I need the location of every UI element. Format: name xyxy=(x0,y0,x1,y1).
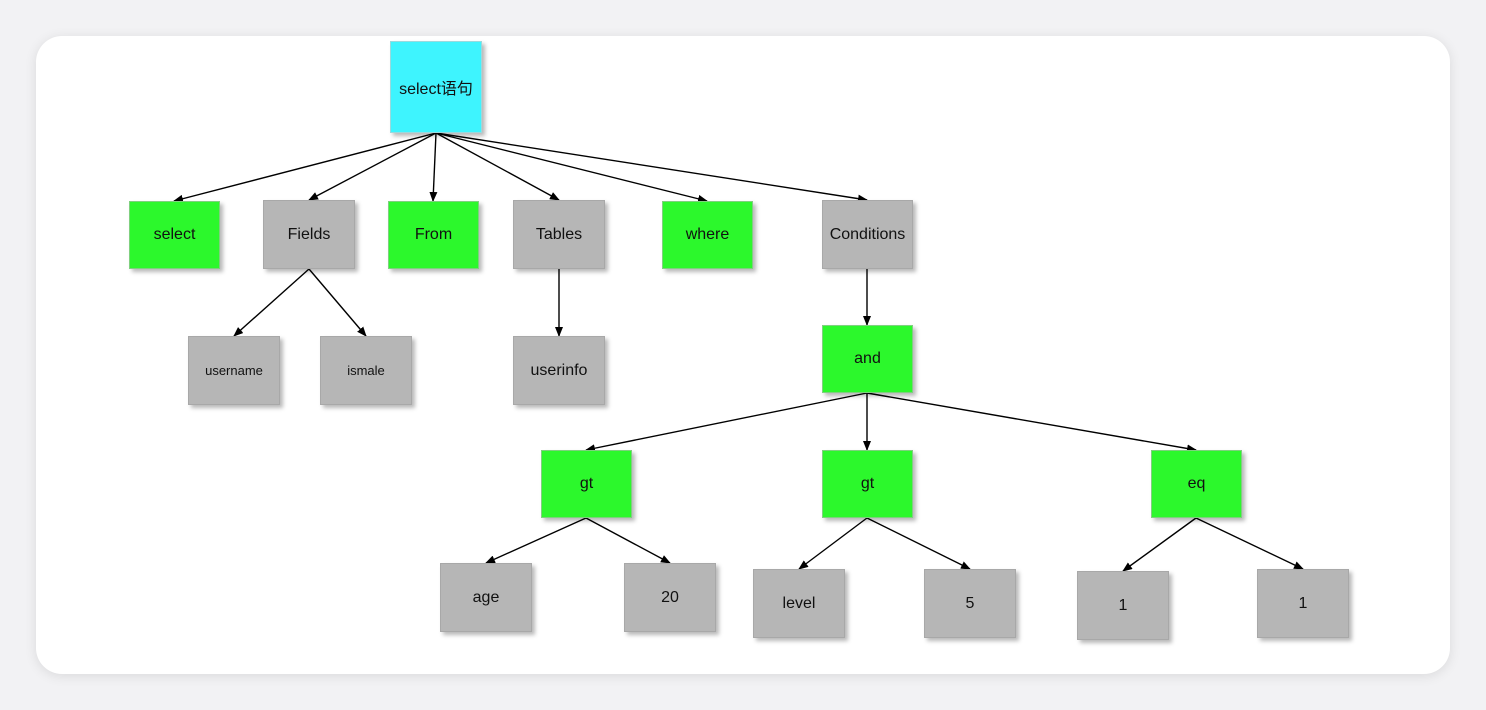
node-20[interactable]: 20 xyxy=(624,563,716,632)
node-1-left[interactable]: 1 xyxy=(1077,571,1169,640)
node-from[interactable]: From xyxy=(388,201,479,269)
node-userinfo[interactable]: userinfo xyxy=(513,336,605,405)
node-eq[interactable]: eq xyxy=(1151,450,1242,518)
node-gt-level[interactable]: gt xyxy=(822,450,913,518)
node-where[interactable]: where xyxy=(662,201,753,269)
node-fields[interactable]: Fields xyxy=(263,200,355,269)
node-select[interactable]: select xyxy=(129,201,220,269)
node-conditions[interactable]: Conditions xyxy=(822,200,913,269)
node-1-right[interactable]: 1 xyxy=(1257,569,1349,638)
node-root[interactable]: select语句 xyxy=(390,41,482,133)
node-tables[interactable]: Tables xyxy=(513,200,605,269)
node-and[interactable]: and xyxy=(822,325,913,393)
node-5[interactable]: 5 xyxy=(924,569,1016,638)
node-level[interactable]: level xyxy=(753,569,845,638)
node-age[interactable]: age xyxy=(440,563,532,632)
node-gt-age[interactable]: gt xyxy=(541,450,632,518)
node-ismale[interactable]: ismale xyxy=(320,336,412,405)
node-username[interactable]: username xyxy=(188,336,280,405)
